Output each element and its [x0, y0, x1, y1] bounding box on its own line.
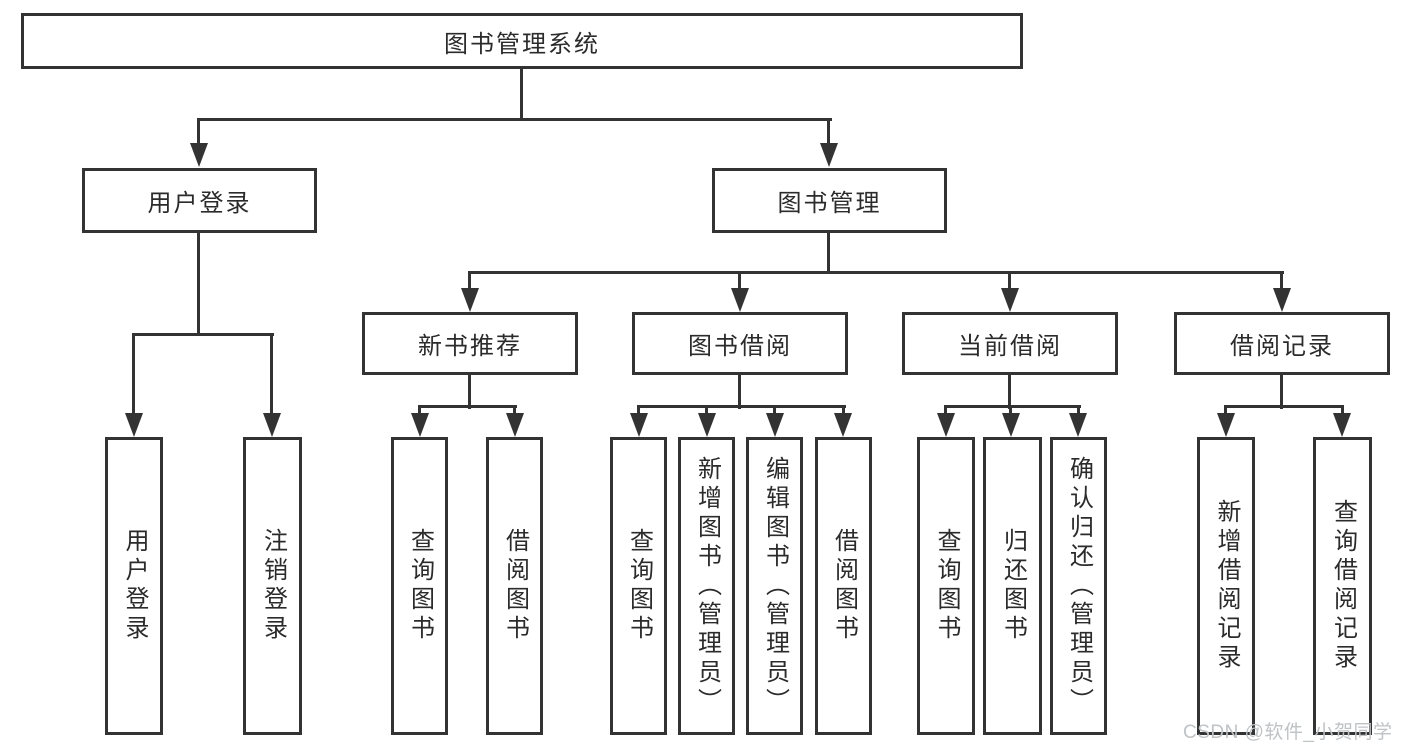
edge-line	[270, 333, 273, 415]
leaf-label: 归还图书	[999, 528, 1027, 644]
leaf-logout: 注销登录	[243, 437, 302, 735]
arrowhead	[731, 288, 749, 312]
edge-line	[197, 233, 200, 335]
arrowhead	[125, 413, 143, 437]
leaf-recommend-query-books: 查询图书	[391, 437, 448, 735]
edge-line	[637, 405, 846, 408]
edge-line	[1077, 405, 1080, 416]
leaf-add-borrow-record: 新增借阅记录	[1197, 437, 1255, 735]
edge-line	[705, 405, 708, 416]
node-book-borrow-label: 图书借阅	[688, 333, 792, 360]
arrowhead	[698, 413, 716, 437]
edge-line	[468, 375, 471, 409]
edge-line	[1341, 405, 1344, 416]
edge-line	[418, 405, 421, 416]
arrowhead	[1273, 288, 1291, 312]
edge-line	[738, 375, 741, 409]
node-borrow-records: 借阅记录	[1174, 312, 1390, 375]
node-root-label: 图书管理系统	[444, 30, 600, 58]
arrowhead	[506, 413, 524, 437]
arrowhead	[461, 288, 479, 312]
edge-line	[197, 118, 832, 121]
leaf-label: 注销登录	[259, 528, 287, 644]
node-current-borrow-label: 当前借阅	[958, 333, 1062, 360]
arrowhead	[1001, 288, 1019, 312]
leaf-current-query-books: 查询图书	[917, 437, 975, 735]
node-book-mgmt-label: 图书管理	[777, 190, 882, 217]
edge-line	[827, 118, 830, 148]
leaf-edit-books-admin: 编辑图书（管理员）	[746, 437, 803, 735]
leaf-label: 新增借阅记录	[1213, 499, 1240, 673]
edge-line	[520, 69, 523, 121]
arrowhead	[1217, 413, 1235, 437]
leaf-label: 确认归还（管理员）	[1065, 455, 1093, 717]
edge-line	[513, 405, 516, 416]
arrowhead	[411, 413, 429, 437]
arrowhead	[1002, 413, 1020, 437]
edge-line	[738, 271, 741, 291]
leaf-label: 借阅图书	[830, 528, 858, 644]
edge-line	[1008, 375, 1011, 409]
arrowhead	[766, 413, 784, 437]
node-root: 图书管理系统	[21, 13, 1023, 69]
leaf-confirm-return-admin: 确认归还（管理员）	[1050, 437, 1107, 735]
arrowhead	[263, 413, 281, 437]
edge-line	[197, 118, 200, 148]
edge-line	[1008, 271, 1011, 291]
leaf-label: 用户登录	[121, 528, 148, 644]
edge-line	[944, 405, 947, 416]
leaf-borrow-query-books: 查询图书	[610, 437, 667, 735]
arrowhead	[820, 143, 838, 167]
node-book-borrow: 图书借阅	[632, 312, 848, 375]
edge-line	[1224, 405, 1344, 408]
edge-line	[132, 333, 135, 415]
leaf-query-borrow-record: 查询借阅记录	[1313, 437, 1372, 735]
arrowhead	[1333, 413, 1351, 437]
edge-line	[132, 333, 274, 336]
edge-line	[418, 405, 517, 408]
edge-line	[842, 405, 845, 416]
arrowhead	[834, 413, 852, 437]
node-book-mgmt: 图书管理	[712, 168, 947, 233]
arrowhead	[937, 413, 955, 437]
edge-line	[468, 271, 471, 291]
node-user-login: 用户登录	[82, 168, 317, 233]
edge-line	[1280, 375, 1283, 409]
arrowhead	[190, 143, 208, 167]
edge-line	[773, 405, 776, 416]
node-user-login-label: 用户登录	[147, 190, 252, 217]
node-new-book-recommend-label: 新书推荐	[418, 333, 522, 360]
edge-line	[468, 271, 1284, 274]
leaf-add-books-admin: 新增图书（管理员）	[678, 437, 735, 735]
node-current-borrow: 当前借阅	[902, 312, 1118, 375]
leaf-label: 查询图书	[406, 528, 434, 644]
leaf-label: 编辑图书（管理员）	[761, 455, 789, 717]
leaf-borrow-books: 借阅图书	[815, 437, 872, 735]
arrowhead	[630, 413, 648, 437]
arrowhead	[1069, 413, 1087, 437]
edge-line	[1280, 271, 1283, 291]
leaf-return-books: 归还图书	[983, 437, 1042, 735]
edge-line	[637, 405, 640, 416]
leaf-user-login: 用户登录	[105, 437, 163, 735]
edge-line	[1224, 405, 1227, 416]
edge-line	[944, 405, 1081, 408]
node-new-book-recommend: 新书推荐	[362, 312, 578, 375]
node-borrow-records-label: 借阅记录	[1230, 333, 1334, 360]
leaf-recommend-borrow-books: 借阅图书	[486, 437, 543, 735]
leaf-label: 借阅图书	[501, 528, 529, 644]
edge-line	[1009, 405, 1012, 416]
leaf-label: 新增图书（管理员）	[693, 455, 721, 717]
edge-line	[827, 233, 830, 273]
leaf-label: 查询借阅记录	[1329, 499, 1357, 673]
leaf-label: 查询图书	[625, 528, 653, 644]
watermark: CSDN @软件_小贺同学	[1183, 722, 1393, 743]
leaf-label: 查询图书	[933, 528, 960, 644]
